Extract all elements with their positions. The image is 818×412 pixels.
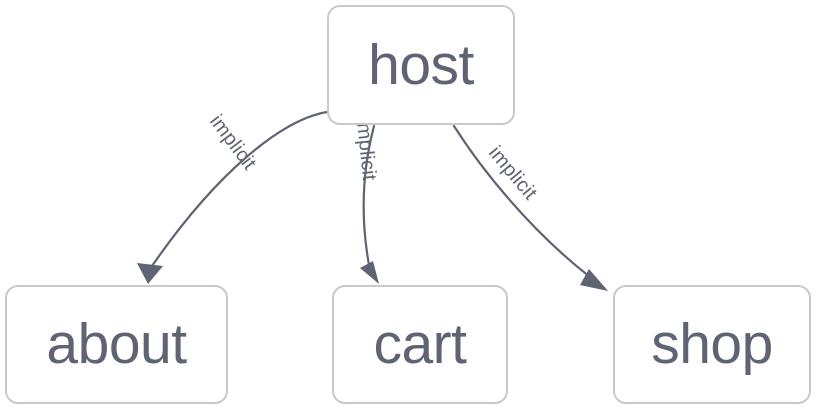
- node-about[interactable]: about: [5, 285, 228, 404]
- edge-host-about-label: implicit: [205, 111, 260, 175]
- edge-host-cart-label: implicit: [352, 117, 380, 182]
- edge-host-cart[interactable]: implicit: [352, 117, 380, 284]
- node-about-label: about: [46, 312, 187, 376]
- edge-host-about-path: [150, 110, 329, 268]
- node-cart[interactable]: cart: [332, 285, 508, 404]
- edge-host-shop[interactable]: implicit: [452, 124, 608, 291]
- edge-host-shop-arrowhead: [580, 269, 608, 291]
- edge-host-about-arrowhead: [137, 263, 163, 284]
- edge-host-shop-label: implicit: [484, 142, 541, 204]
- edge-host-cart-arrowhead: [360, 261, 379, 284]
- edge-host-about[interactable]: implicit: [137, 110, 329, 284]
- node-shop-label: shop: [651, 312, 773, 376]
- edge-host-cart-path: [362, 124, 376, 267]
- node-host-label: host: [368, 32, 474, 97]
- node-cart-label: cart: [373, 312, 467, 376]
- node-host[interactable]: host: [327, 5, 515, 125]
- node-shop[interactable]: shop: [613, 285, 811, 404]
- edge-host-shop-path: [452, 124, 592, 279]
